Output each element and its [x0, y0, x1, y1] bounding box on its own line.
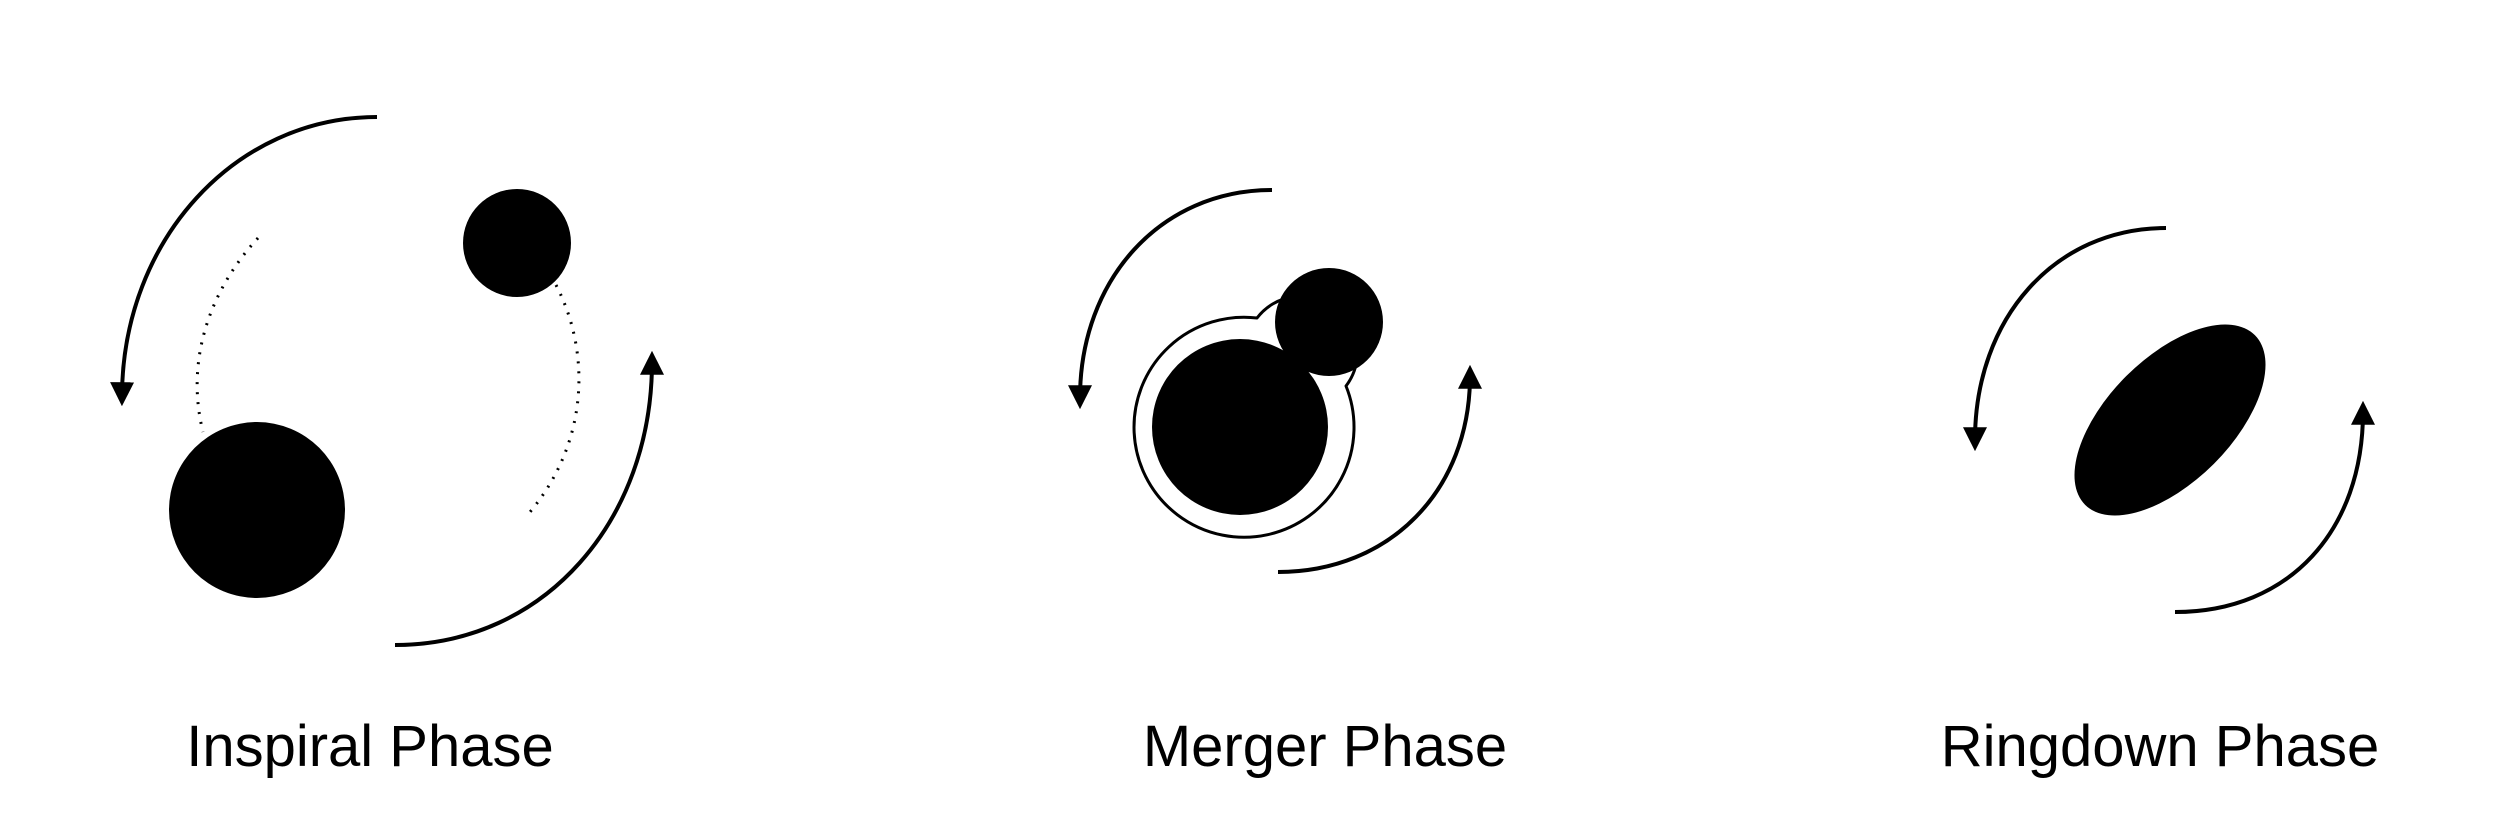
inspiral-rotation-arrow-lower — [394, 350, 664, 647]
merger-large-black-hole — [1152, 339, 1328, 515]
inspiral-rotation-arrow-upper — [110, 115, 378, 407]
ringdown-phase-label: Ringdown Phase — [1940, 714, 2380, 779]
inspiral-panel — [110, 115, 664, 647]
ringdown-rotation-arrow-lower — [2174, 400, 2375, 614]
merger-rotation-arrow-upper — [1068, 188, 1273, 410]
ringdown-panel — [1963, 226, 2375, 614]
ringdown-rotation-arrow-upper — [1963, 226, 2167, 452]
inspiral-orbit-trail-right — [528, 284, 581, 513]
inspiral-large-black-hole — [169, 422, 345, 598]
inspiral-small-black-hole — [463, 189, 571, 297]
inspiral-phase-label: Inspiral Phase — [186, 714, 554, 779]
ringdown-remnant-black-hole — [2074, 324, 2266, 516]
inspiral-orbit-trail-left — [195, 236, 260, 433]
merger-rotation-arrow-lower — [1277, 364, 1482, 574]
merger-small-black-hole — [1275, 268, 1383, 376]
merger-phase-label: Merger Phase — [1142, 714, 1508, 779]
merger-panel — [1068, 188, 1482, 574]
